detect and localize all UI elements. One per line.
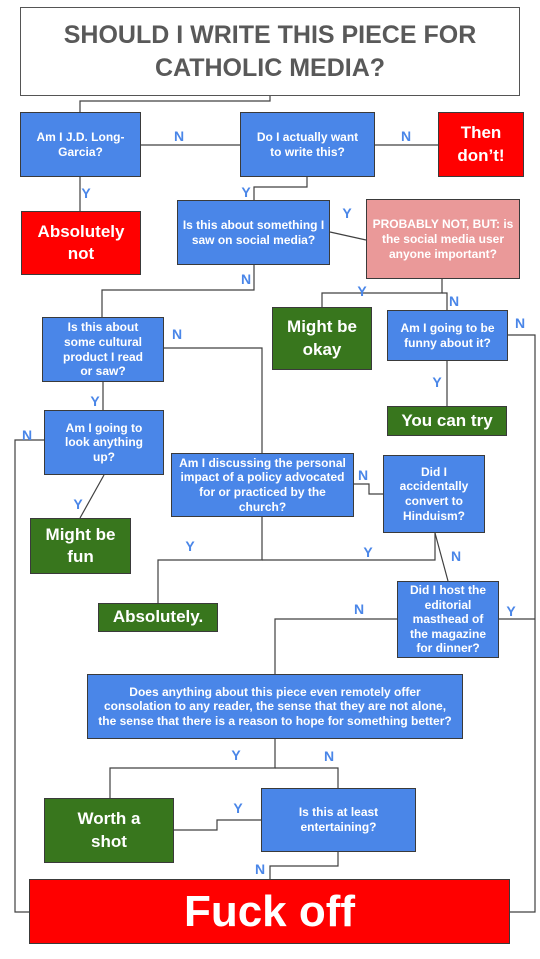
connector — [253, 177, 308, 200]
node-masthead-question: Did I host the editorial masthead of the… — [397, 581, 499, 658]
connector — [354, 483, 383, 495]
edge-label-social-no: N — [240, 271, 252, 287]
connector — [442, 292, 448, 310]
node-fuck-off: Fuck off — [29, 879, 510, 944]
connector — [434, 532, 449, 582]
connector — [262, 533, 436, 561]
edge-label-social-yes: Y — [342, 205, 352, 221]
edge-label-lookup-no: N — [21, 427, 33, 443]
node-social-media-question: Is this about something I saw on social … — [177, 200, 330, 265]
connector — [164, 347, 263, 453]
node-funny-question: Am I going to be funny about it? — [387, 310, 508, 361]
edge-label-funny-yes: Y — [432, 374, 442, 390]
edge-label-entertaining-yes: Y — [233, 800, 243, 816]
connector — [507, 334, 536, 913]
edge-label-hinduism-no: N — [450, 548, 462, 564]
connector — [157, 517, 263, 603]
flowchart-title: SHOULD I WRITE THIS PIECE FOR CATHOLIC M… — [20, 7, 520, 96]
edge-label-masthead-no: N — [353, 601, 365, 617]
edge-label-discussing-no: N — [357, 467, 369, 483]
node-want-question: Do I actually want to write this? — [240, 112, 375, 177]
node-church-policy-question: Am I discussing the personal impact of a… — [171, 453, 354, 517]
node-important-user-question: PROBABLY NOT, BUT: is the social media u… — [366, 199, 520, 279]
edge-label-funny-no: N — [514, 315, 526, 331]
node-worth-a-shot: Worth a shot — [44, 798, 174, 863]
connector — [269, 852, 339, 879]
connector — [275, 767, 339, 788]
edge-label-lookup-yes: Y — [73, 496, 83, 512]
node-absolutely-not: Absolutely not — [21, 211, 141, 275]
edge-label-jd-no: N — [173, 128, 185, 144]
node-jd-question: Am I J.D. Long-Garcia? — [20, 112, 141, 177]
node-hinduism-question: Did I accidentally convert to Hinduism? — [383, 455, 485, 533]
connector — [101, 265, 255, 317]
edge-label-want-yes: Y — [241, 184, 251, 200]
node-cultural-product-question: Is this about some cultural product I re… — [42, 317, 164, 382]
node-entertaining-question: Is this at least entertaining? — [261, 788, 416, 852]
node-then-dont: Then don’t! — [438, 112, 524, 177]
connector — [14, 439, 44, 913]
node-might-be-okay: Might be okay — [272, 307, 372, 370]
edge-label-consolation-no: N — [323, 748, 335, 764]
edge-label-entertaining-no: N — [254, 861, 266, 877]
edge-label-important-yes: Y — [357, 283, 367, 299]
node-might-be-fun: Might be fun — [30, 518, 131, 574]
connector — [174, 819, 261, 831]
node-absolutely: Absolutely. — [98, 603, 218, 632]
edge-label-hinduism-yes: Y — [363, 544, 373, 560]
connector — [321, 279, 443, 307]
edge-label-cultural-yes: Y — [90, 393, 100, 409]
edge-label-discussing-yes: Y — [185, 538, 195, 554]
node-consolation-question: Does anything about this piece even remo… — [87, 674, 463, 739]
edge-label-consolation-yes: Y — [231, 747, 241, 763]
connector — [79, 474, 105, 519]
connector — [329, 231, 367, 241]
node-you-can-try: You can try — [387, 406, 507, 436]
connector — [79, 96, 271, 112]
edge-label-masthead-yes: Y — [506, 603, 516, 619]
edge-label-jd-yes: Y — [81, 185, 91, 201]
connector — [274, 618, 397, 674]
node-look-up-question: Am I going to look anything up? — [44, 410, 164, 475]
connector — [109, 739, 276, 798]
edge-label-important-no: N — [448, 293, 460, 309]
edge-label-want-no: N — [400, 128, 412, 144]
edge-label-cultural-no: N — [171, 326, 183, 342]
